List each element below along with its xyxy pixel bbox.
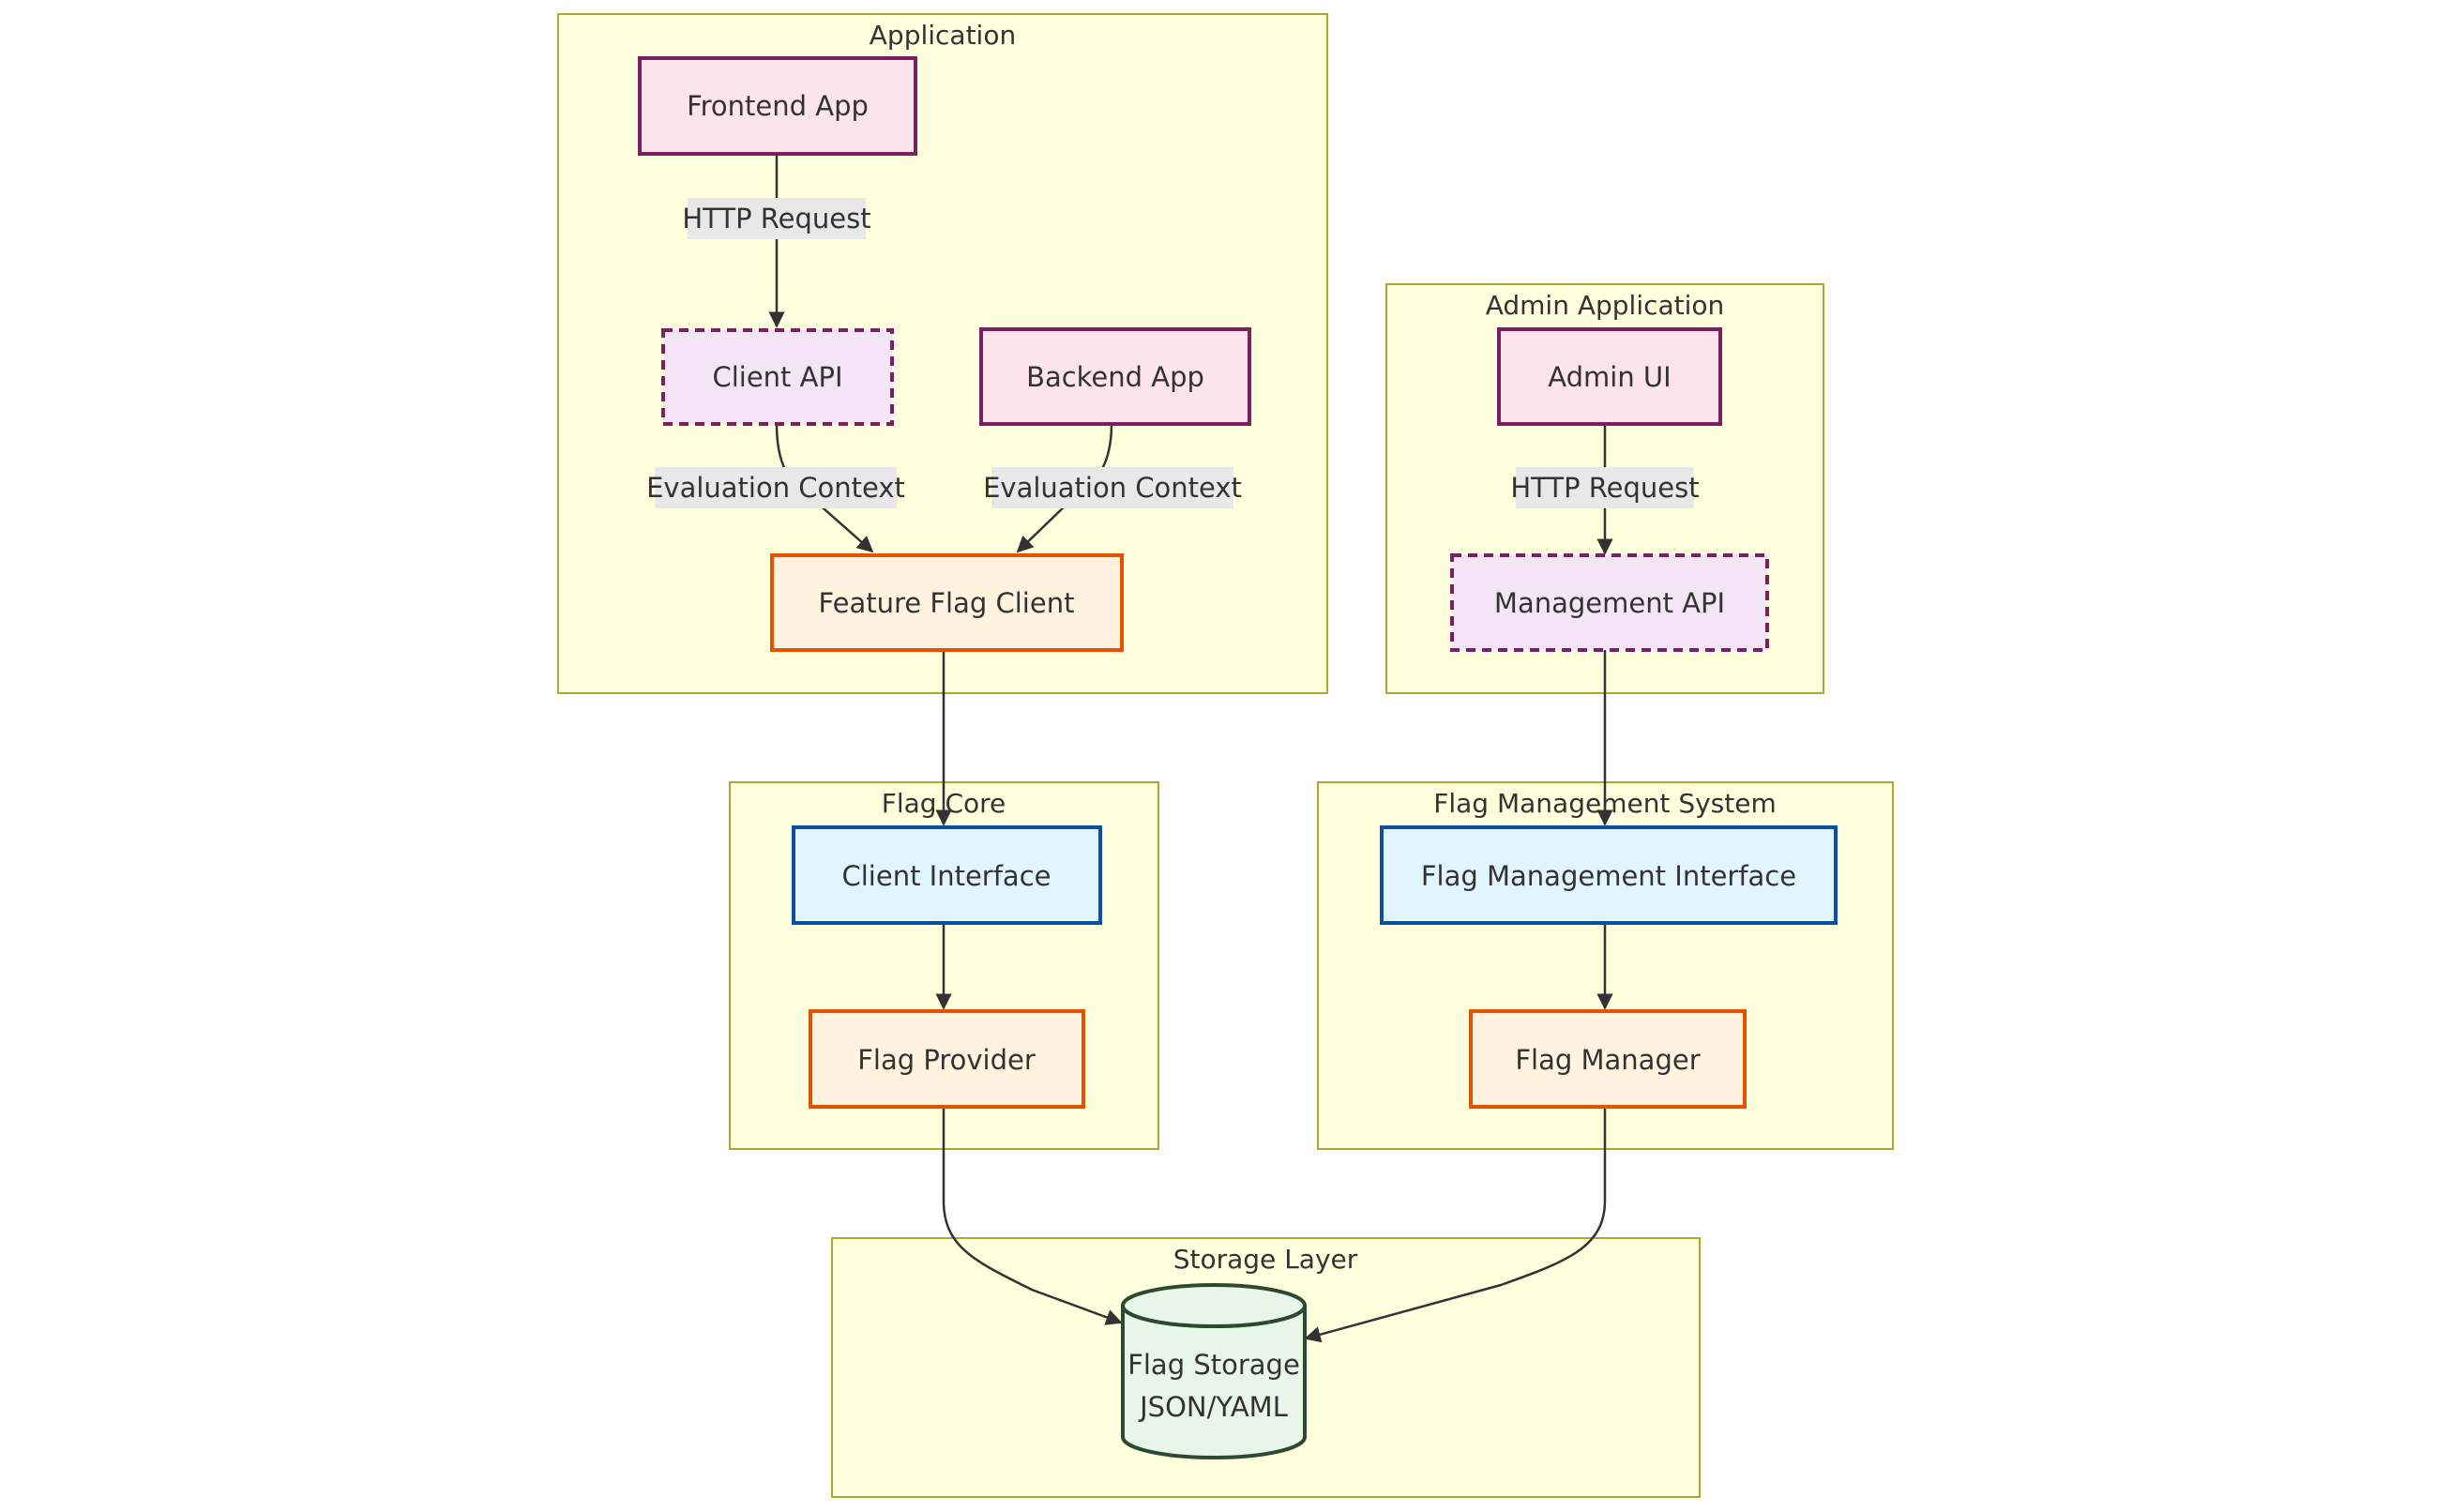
edge-flag-provider-to-flag-storage xyxy=(942,1107,1123,1325)
node-flag-provider-label: Flag Provider xyxy=(857,1044,1036,1076)
node-management-api-label: Management API xyxy=(1494,587,1725,619)
edge-label-http-request-admin: HTTP Request xyxy=(1510,467,1700,508)
cluster-admin-application-title: Admin Application xyxy=(1486,290,1725,321)
edge-label-text: Evaluation Context xyxy=(983,472,1242,504)
cluster-application-title: Application xyxy=(870,20,1016,51)
node-management-api[interactable]: Management API xyxy=(1450,553,1769,652)
node-feature-flag-client-label: Feature Flag Client xyxy=(819,587,1075,619)
node-backend-app[interactable]: Backend App xyxy=(979,327,1251,426)
node-flag-storage[interactable]: Flag Storage JSON/YAML xyxy=(1121,1283,1307,1459)
node-flag-management-interface-label: Flag Management Interface xyxy=(1421,860,1796,892)
edge-label-evaluation-context-backend: Evaluation Context xyxy=(983,467,1242,508)
node-flag-storage-label-line2: JSON/YAML xyxy=(1138,1391,1288,1423)
node-feature-flag-client[interactable]: Feature Flag Client xyxy=(770,553,1124,652)
cylinder-body xyxy=(1121,1305,1307,1459)
edge-label-text: HTTP Request xyxy=(1510,472,1699,504)
edge-label-text: Evaluation Context xyxy=(646,472,905,504)
node-frontend-app-label: Frontend App xyxy=(687,90,869,122)
node-client-interface[interactable]: Client Interface xyxy=(792,825,1102,925)
node-flag-manager-label: Flag Manager xyxy=(1515,1044,1700,1076)
edge-label-evaluation-context-client-api: Evaluation Context xyxy=(646,467,905,508)
node-flag-manager[interactable]: Flag Manager xyxy=(1469,1009,1747,1109)
node-client-interface-label: Client Interface xyxy=(841,860,1051,892)
node-flag-storage-label-line1: Flag Storage xyxy=(1127,1349,1300,1381)
edge-label-http-request-frontend: HTTP Request xyxy=(682,198,871,239)
node-backend-app-label: Backend App xyxy=(1026,361,1204,393)
cluster-storage-layer-title: Storage Layer xyxy=(1173,1244,1358,1275)
node-admin-ui[interactable]: Admin UI xyxy=(1497,327,1722,426)
node-admin-ui-label: Admin UI xyxy=(1548,361,1671,393)
edge-label-text: HTTP Request xyxy=(682,203,870,234)
node-flag-provider[interactable]: Flag Provider xyxy=(809,1009,1085,1109)
node-flag-management-interface[interactable]: Flag Management Interface xyxy=(1380,825,1838,925)
node-client-api-label: Client API xyxy=(712,361,842,393)
cylinder-top xyxy=(1121,1283,1307,1328)
edge-flag-manager-to-flag-storage xyxy=(1304,1107,1607,1343)
node-frontend-app[interactable]: Frontend App xyxy=(638,56,917,156)
node-client-api[interactable]: Client API xyxy=(661,328,894,426)
